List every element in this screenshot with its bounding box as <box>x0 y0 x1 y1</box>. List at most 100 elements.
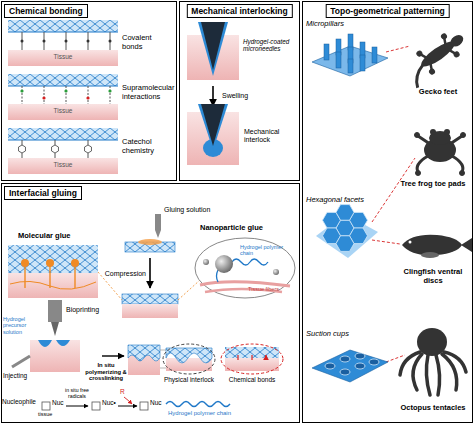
glued-stack <box>122 294 178 304</box>
part-label: Hydrogel polymer chain <box>168 410 268 417</box>
part-label: Nucleophile <box>2 398 42 405</box>
panel-heading: Mechanical interlocking <box>186 4 292 18</box>
supramolecular-illustration <box>8 104 118 120</box>
interlock-illustration <box>201 104 225 146</box>
chemical-bond-zoom <box>238 355 266 360</box>
cured-block <box>128 345 160 361</box>
octopus-silhouette <box>442 354 457 390</box>
part-label: In situ polymerizing & crosslinking <box>84 362 128 382</box>
hexagonal-pattern <box>316 205 378 258</box>
supramolecular-illustration <box>8 86 118 87</box>
zoom-line <box>178 280 200 300</box>
hexagonal-pattern <box>336 205 354 221</box>
suction-cup-pattern <box>325 363 335 369</box>
covalent-illustration <box>87 40 90 43</box>
hexagonal-pattern <box>323 205 368 252</box>
molecular-glue-illustration <box>46 259 54 267</box>
supramolecular-illustration <box>86 96 89 99</box>
covalent-illustration <box>65 40 68 43</box>
octopus-silhouette <box>413 354 422 390</box>
glued-stack <box>122 294 178 318</box>
micropillar-pattern <box>360 55 365 71</box>
part-label: Hydrogel-coated microneedles <box>243 38 299 52</box>
part-label: in situ free radicals <box>60 388 94 400</box>
gluing-plate <box>125 214 175 252</box>
micropillar-pattern <box>336 52 341 68</box>
part-label: Hexagonal facets <box>306 196 386 205</box>
part-label: Gluing solution <box>164 206 226 214</box>
clingfish-silhouette <box>461 238 472 252</box>
clingfish-silhouette <box>409 241 412 244</box>
covalent-illustration <box>22 32 110 50</box>
suction-cup-pattern <box>325 353 379 375</box>
part-label: Injecting <box>3 372 43 379</box>
micropillar-pattern <box>324 34 377 73</box>
part-label: Compression <box>96 270 146 278</box>
micropillar-pattern <box>312 34 388 76</box>
interlock-illustration <box>198 104 228 150</box>
pattern-link <box>372 46 415 362</box>
frog-silhouette <box>416 171 421 176</box>
catechol-illustration <box>19 145 92 153</box>
catechol-illustration <box>22 140 88 158</box>
part-label: Mechanical interlock <box>244 128 298 144</box>
part-label: Tissue <box>40 53 86 60</box>
polymerizing-arrow <box>102 355 124 356</box>
catechol-illustration <box>52 145 59 153</box>
nanoparticle-glue-illustration <box>203 259 209 265</box>
nanoparticle-glue-illustration <box>232 259 268 265</box>
part-label: Nuc <box>150 399 170 406</box>
nanoparticle-glue-illustration <box>273 269 279 275</box>
part-label: Octopus tentacles <box>395 404 471 413</box>
micropillar-pattern <box>348 59 353 73</box>
frog-silhouette <box>430 129 436 135</box>
octopus-silhouette <box>400 352 466 395</box>
supramolecular-illustration <box>42 96 45 99</box>
microneedle-illustration <box>187 22 239 80</box>
bioprinting-illustration <box>30 340 80 372</box>
nanoparticle-glue-illustration <box>195 238 295 298</box>
part-label: tissue <box>38 411 62 417</box>
part-label: Chemical bonds <box>222 376 282 383</box>
polymerizing-arrow <box>102 356 124 357</box>
gecko-silhouette <box>429 68 436 75</box>
bioprinting-illustration <box>48 300 62 322</box>
part-label: Nuc• <box>102 399 122 406</box>
panel-heading: Topo-geometrical patterning <box>325 4 450 18</box>
suction-cup-pattern <box>340 356 350 362</box>
covalent-illustration <box>21 40 112 43</box>
physical-interlock-zoom <box>163 344 215 374</box>
part-label: Nuc <box>52 399 72 406</box>
molecular-glue-illustration <box>21 259 79 267</box>
part-label: Micropillars <box>306 20 376 29</box>
molecular-glue-illustration <box>25 266 75 288</box>
gluing-plate <box>138 239 162 245</box>
panel-box: Topo-geometrical patterning <box>302 1 473 423</box>
part-label: R <box>120 388 130 395</box>
octopus-silhouette <box>436 355 440 395</box>
supramolecular-illustration <box>8 74 118 86</box>
molecular-glue-illustration <box>21 259 29 267</box>
nanoparticle-glue-illustration <box>200 282 290 286</box>
panel-heading: Interfacial gluing <box>4 186 82 200</box>
micropillar-pattern <box>312 46 388 76</box>
part-label: Bioprinting <box>66 306 116 314</box>
suction-cup-pattern <box>340 369 350 375</box>
molecular-glue-illustration <box>8 245 98 273</box>
pattern-link <box>386 46 410 52</box>
reaction-scheme <box>140 402 148 410</box>
gecko-silhouette <box>453 51 460 58</box>
clingfish-silhouette <box>421 252 439 258</box>
gluing-plate <box>155 214 161 230</box>
suction-cup-pattern <box>355 363 365 369</box>
reaction-scheme <box>92 402 100 410</box>
chemical-bond-zoom <box>221 344 283 374</box>
gecko-silhouette <box>448 33 465 49</box>
octopus-silhouette <box>400 328 466 395</box>
gecko-silhouette <box>409 64 433 87</box>
gecko-silhouette <box>401 26 472 88</box>
suction-cup-pattern <box>369 359 379 365</box>
physical-interlock-zoom <box>163 344 215 374</box>
covalent-illustration <box>109 40 112 43</box>
interlock-illustration <box>187 104 239 165</box>
